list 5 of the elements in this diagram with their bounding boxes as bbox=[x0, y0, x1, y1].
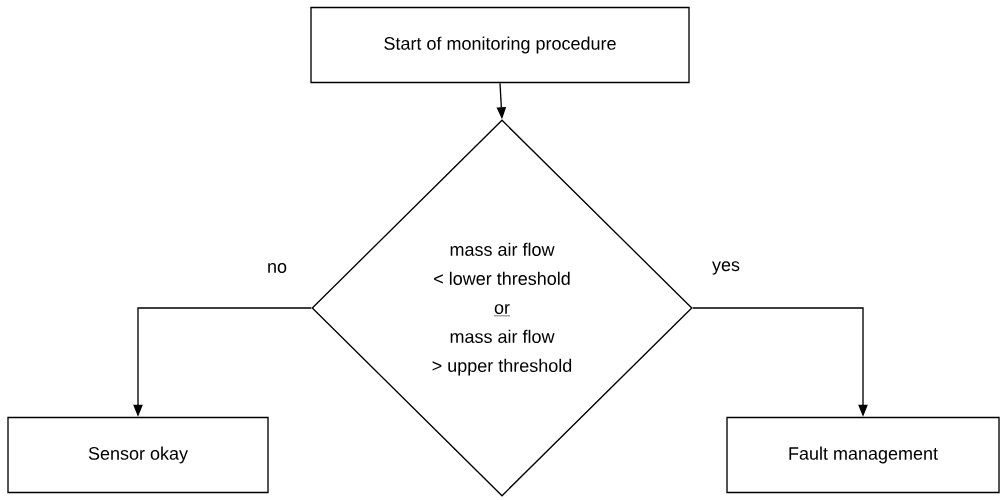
edge-label: no bbox=[265, 261, 289, 275]
process-box: Sensor okay bbox=[7, 416, 269, 494]
process-box: Fault management bbox=[726, 416, 1000, 494]
edge-label: yes bbox=[710, 259, 742, 277]
process-box: Start of monitoring procedure bbox=[310, 6, 690, 84]
